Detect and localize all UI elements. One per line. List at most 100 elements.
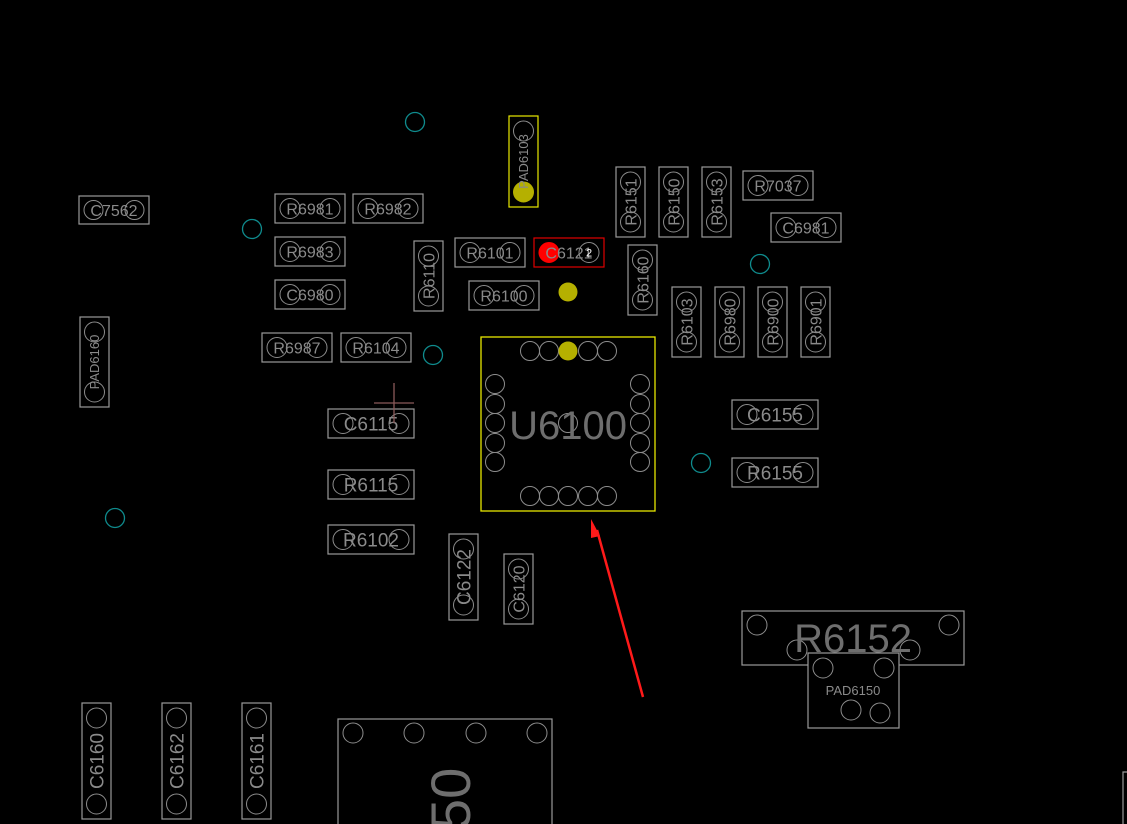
- pad[interactable]: [578, 242, 600, 263]
- pad[interactable]: [388, 529, 410, 550]
- pad[interactable]: [762, 331, 783, 353]
- pad[interactable]: [485, 374, 505, 394]
- pad[interactable]: [279, 284, 301, 305]
- pad[interactable]: [473, 285, 495, 306]
- component-R6151[interactable]: R6151: [615, 166, 646, 238]
- component-C6122[interactable]: C6122: [448, 533, 479, 621]
- pad[interactable]: [508, 598, 529, 620]
- pad[interactable]: [706, 211, 727, 233]
- pad[interactable]: [736, 462, 758, 483]
- pad[interactable]: [459, 242, 481, 263]
- pad[interactable]: [792, 462, 814, 483]
- pad[interactable]: [873, 657, 895, 679]
- via[interactable]: [422, 344, 444, 366]
- pad[interactable]: [332, 413, 354, 434]
- pad[interactable]: [166, 793, 187, 815]
- pad[interactable]: [418, 285, 439, 307]
- pad[interactable]: [775, 217, 797, 238]
- via[interactable]: [104, 507, 126, 529]
- pad[interactable]: [805, 331, 826, 353]
- pad[interactable]: [938, 614, 960, 636]
- component-C6162[interactable]: C6162: [161, 702, 192, 820]
- net-highlight-pad[interactable]: [558, 282, 578, 302]
- pad[interactable]: [792, 404, 814, 425]
- pad[interactable]: [630, 452, 650, 472]
- pad[interactable]: [453, 594, 474, 616]
- component-R6153[interactable]: R6153: [701, 166, 732, 238]
- pad[interactable]: [676, 331, 697, 353]
- pad[interactable]: [465, 722, 487, 744]
- highlighted-pad[interactable]: [538, 242, 560, 263]
- pad[interactable]: [630, 374, 650, 394]
- pad[interactable]: [499, 242, 521, 263]
- pad[interactable]: [786, 639, 808, 661]
- pad[interactable]: [279, 241, 301, 262]
- pad[interactable]: [558, 486, 578, 506]
- pad[interactable]: [332, 529, 354, 550]
- pad[interactable]: [266, 337, 288, 358]
- component-R6981[interactable]: R6981: [274, 193, 346, 224]
- pad[interactable]: [246, 793, 267, 815]
- pad[interactable]: [663, 171, 684, 193]
- pad[interactable]: [815, 217, 837, 238]
- component-R6160[interactable]: R6160: [627, 244, 658, 316]
- pad[interactable]: [508, 558, 529, 580]
- pad[interactable]: [513, 120, 534, 142]
- pad[interactable]: [597, 341, 617, 361]
- pad[interactable]: [357, 198, 379, 219]
- component-PAD6103[interactable]: PAD6103: [508, 115, 539, 208]
- component-R6155[interactable]: R6155: [731, 457, 819, 488]
- pad[interactable]: [513, 285, 535, 306]
- component-R6900[interactable]: R6900: [757, 286, 788, 358]
- pad[interactable]: [526, 722, 548, 744]
- pad[interactable]: [736, 404, 758, 425]
- pad[interactable]: [388, 413, 410, 434]
- component-R6104[interactable]: R6104: [340, 332, 412, 363]
- pad[interactable]: [620, 171, 641, 193]
- pad[interactable]: [747, 175, 769, 196]
- pad[interactable]: [805, 291, 826, 313]
- net-highlight-pad[interactable]: [558, 341, 578, 361]
- pad[interactable]: [345, 337, 367, 358]
- pad[interactable]: [630, 413, 650, 433]
- component-U6100[interactable]: U6100: [480, 336, 656, 512]
- pad[interactable]: [485, 452, 505, 472]
- component-C6161[interactable]: C6161: [241, 702, 272, 820]
- via[interactable]: [749, 253, 771, 275]
- component-C6981[interactable]: C6981: [770, 212, 842, 243]
- component-R6100[interactable]: R6100: [468, 280, 540, 311]
- pad[interactable]: [485, 413, 505, 433]
- component-R6150[interactable]: R6150: [658, 166, 689, 238]
- pad[interactable]: [84, 381, 105, 403]
- pad[interactable]: [332, 474, 354, 495]
- component-C7562[interactable]: C7562: [78, 195, 150, 225]
- pad[interactable]: [706, 171, 727, 193]
- pad[interactable]: [124, 200, 145, 220]
- component-C6115[interactable]: C6115: [327, 408, 415, 439]
- net-highlight-pad[interactable]: [513, 181, 534, 203]
- pad[interactable]: [279, 198, 301, 219]
- component-R6982[interactable]: R6982: [352, 193, 424, 224]
- pad[interactable]: [719, 331, 740, 353]
- component-R6901[interactable]: R6901: [800, 286, 831, 358]
- component-R6102[interactable]: R6102: [327, 524, 415, 555]
- pad[interactable]: [632, 289, 653, 311]
- pad[interactable]: [385, 337, 407, 358]
- pad[interactable]: [342, 722, 364, 744]
- pad[interactable]: [84, 321, 105, 343]
- pad[interactable]: [319, 198, 341, 219]
- pad[interactable]: [166, 707, 187, 729]
- component-PAD6160[interactable]: PAD6160: [79, 316, 110, 408]
- component-R6980[interactable]: R6980: [714, 286, 745, 358]
- via[interactable]: [241, 218, 263, 240]
- pad[interactable]: [397, 198, 419, 219]
- pad[interactable]: [86, 793, 107, 815]
- component-R6103[interactable]: R6103: [671, 286, 702, 358]
- pad[interactable]: [319, 284, 341, 305]
- component-C6980[interactable]: C6980: [274, 279, 346, 310]
- pad[interactable]: [620, 211, 641, 233]
- pad[interactable]: [840, 699, 862, 721]
- pad[interactable]: [306, 337, 328, 358]
